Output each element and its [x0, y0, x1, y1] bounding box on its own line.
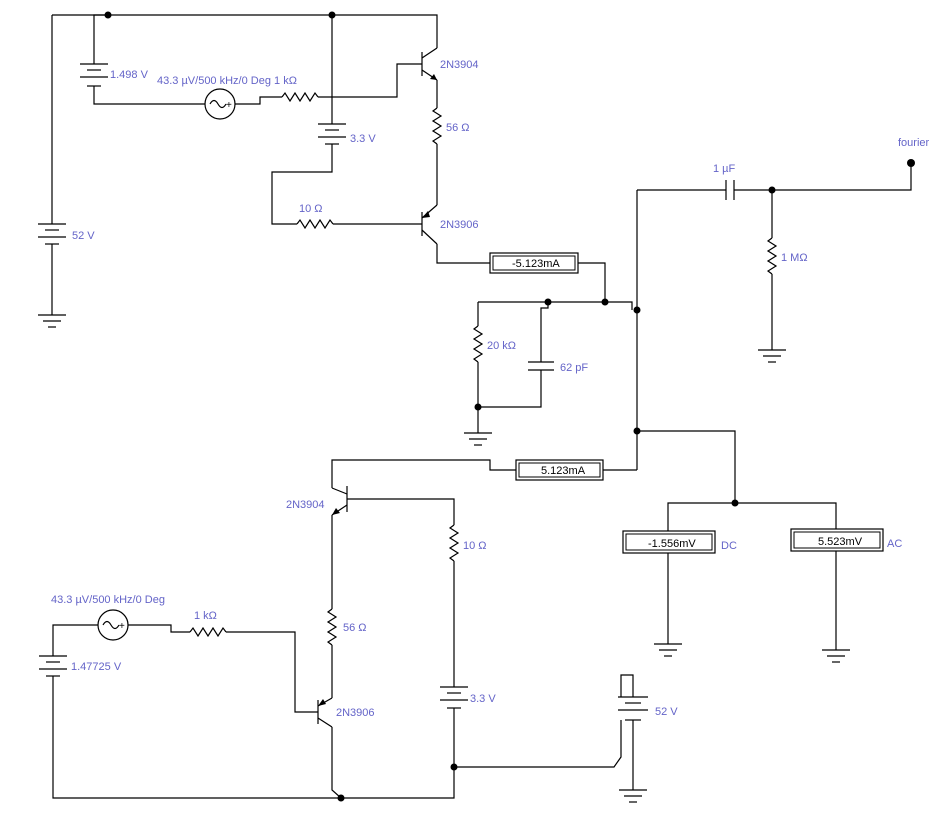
label-62p: 62 pF [560, 362, 588, 374]
wire-62p [478, 302, 549, 408]
resistor-56-bot [326, 608, 338, 646]
transistor-q1 [421, 47, 438, 81]
wire-q2-to-ammeter [436, 244, 490, 264]
node-dot [633, 306, 641, 314]
voltmeter-ac-value: 5.523mV [818, 536, 863, 548]
svg-text:+: + [119, 621, 125, 632]
wire-voltmeter-split [667, 502, 837, 531]
wire-1k-to-q4 [226, 631, 318, 713]
battery-52v-bottom [618, 696, 648, 721]
ac-source-top: + [204, 88, 236, 120]
transistor-q2 [421, 204, 438, 245]
node-dot [337, 794, 345, 802]
label-52v-bot: 52 V [655, 706, 678, 718]
ac-source-bottom: + [97, 609, 129, 641]
label-bias-top: 1.498 V [110, 69, 149, 81]
battery-3v3-top [318, 123, 346, 145]
ammeter-bottom [515, 459, 604, 481]
label-bias-bot: 1.47725 V [71, 661, 122, 673]
wire-node-row [478, 301, 633, 310]
wire-33v-top [271, 15, 333, 225]
label-q3: 2N3904 [286, 499, 325, 511]
wire-ammeter-bot-out [331, 459, 516, 488]
wire-52v-bot [454, 720, 622, 768]
transistor-q3 [331, 486, 348, 516]
wire-bias-bot [52, 624, 341, 799]
wire-ammeter-top-out [578, 262, 606, 302]
resistor-1m [766, 237, 778, 275]
label-1k-bot: 1 kΩ [194, 610, 217, 622]
label-56-bot: 56 Ω [343, 622, 367, 634]
resistor-1k-top [281, 91, 319, 103]
battery-bias-bottom [39, 655, 67, 677]
wire-52v-bot-gnd [620, 674, 634, 790]
label-20k: 20 kΩ [487, 340, 516, 352]
ground-symbol [758, 349, 786, 363]
ground-symbol [619, 789, 647, 803]
transistor-q4 [317, 697, 333, 728]
node-dot [601, 298, 609, 306]
label-q2: 2N3906 [440, 219, 479, 231]
ammeter-top-value: -5.123mA [512, 258, 560, 270]
wire-bias-top [93, 14, 205, 105]
wire-src-to-res [235, 96, 282, 105]
label-1m: 1 MΩ [781, 252, 808, 264]
label-10-bot: 10 Ω [463, 540, 487, 552]
battery-bias-top [80, 63, 108, 87]
wire-res-to-base [318, 63, 422, 98]
battery-52v-top [38, 223, 66, 245]
label-q1: 2N3904 [440, 59, 479, 71]
voltmeter-dc [622, 530, 716, 554]
wire-top-rail [52, 14, 438, 48]
wire-q3-base [347, 498, 455, 525]
resistor-20k [472, 325, 484, 363]
label-56-top: 56 Ω [446, 122, 470, 134]
ground-symbol [654, 643, 682, 657]
label-source-top: 43.3 µV/500 kHz/0 Deg 1 kΩ [157, 75, 297, 87]
svg-text:+: + [226, 100, 232, 111]
fourier-probe [907, 159, 915, 167]
wire-q4-collector [331, 727, 455, 799]
battery-3v3-bottom [440, 686, 468, 709]
ammeter-top [489, 252, 579, 274]
ground-symbol [464, 432, 492, 446]
label-10-top: 10 Ω [299, 203, 323, 215]
label-3v3-bot: 3.3 V [470, 693, 496, 705]
label-3v3-top: 3.3 V [350, 133, 376, 145]
ground-symbol [38, 314, 66, 328]
label-52v-top: 52 V [72, 230, 95, 242]
wire-src-bot-to-res [128, 624, 190, 633]
voltmeter-ac [790, 528, 884, 552]
resistor-56-top [431, 107, 443, 145]
ammeter-bottom-value: 5.123mA [541, 465, 586, 477]
capacitor-62pf [528, 361, 554, 371]
label-q4: 2N3906 [336, 707, 375, 719]
label-1uf: 1 µF [713, 163, 736, 175]
ground-symbol [822, 649, 850, 663]
wire-to-coupling [637, 165, 912, 191]
resistor-10-bot [448, 524, 460, 562]
wire-to-voltmeters [637, 430, 736, 503]
label-dc: DC [721, 540, 737, 552]
label-ac: AC [887, 538, 902, 550]
label-source-bot: 43.3 µV/500 kHz/0 Deg [51, 594, 165, 606]
resistor-10-top [296, 218, 334, 230]
resistor-1k-bot [189, 626, 227, 638]
capacitor-1uf [725, 180, 735, 200]
label-fourier: fourier [898, 137, 930, 149]
voltmeter-dc-value: -1.556mV [648, 538, 696, 550]
